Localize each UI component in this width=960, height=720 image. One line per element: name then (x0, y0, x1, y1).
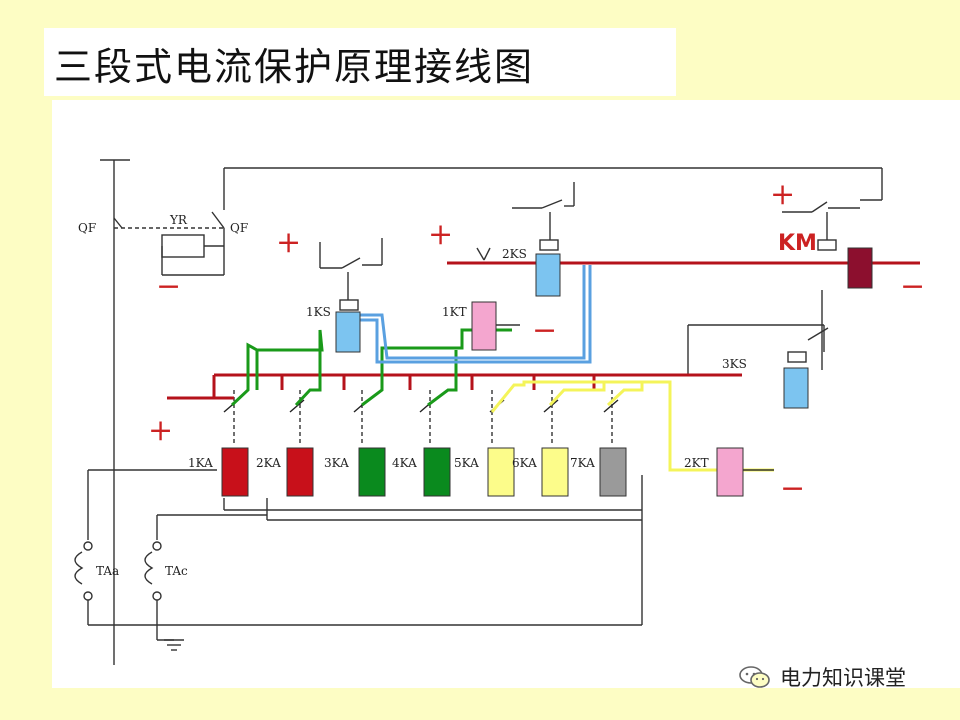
relay-contacts (223, 399, 619, 413)
relay-2ks (535, 253, 561, 297)
label-km: KM (778, 231, 817, 256)
label-qf-right: QF (230, 221, 248, 235)
minus-sign: − (532, 313, 557, 348)
green-wires (230, 328, 512, 407)
label-6ka: 6KA (512, 456, 537, 470)
polarity-signs: + + + + − − − − (148, 177, 925, 506)
relay-1kt (471, 301, 497, 351)
plus-sign: + (428, 217, 453, 252)
relay-7ka (599, 447, 627, 497)
label-5ka: 5KA (454, 456, 479, 470)
yellow-wires (490, 380, 774, 472)
minus-sign: − (900, 269, 925, 304)
plus-sign: + (148, 413, 173, 448)
plus-sign: + (770, 177, 795, 212)
label-tac: TAc (165, 564, 188, 578)
relay-3ka (358, 447, 386, 497)
relay-1ka (221, 447, 249, 497)
label-4ka: 4KA (392, 456, 417, 470)
blue-wires (358, 265, 592, 364)
minus-sign: − (156, 269, 181, 304)
label-2kt: 2KT (684, 456, 709, 470)
label-3ka: 3KA (324, 456, 349, 470)
relay-3ks (783, 367, 809, 409)
label-yr: YR (169, 213, 188, 227)
relay-5ka (487, 447, 515, 497)
watermark: 电力知识课堂 (738, 664, 906, 690)
label-1ka: 1KA (188, 456, 213, 470)
relay-km (847, 247, 873, 289)
relay-1ks (335, 311, 361, 353)
label-2ks: 2KS (502, 247, 527, 261)
relay-6ka (541, 447, 569, 497)
wechat-icon (739, 666, 770, 688)
plus-sign: + (276, 225, 301, 260)
minus-sign: − (780, 471, 805, 506)
dc-bus-lines (167, 261, 920, 400)
label-1ks: 1KS (306, 305, 331, 319)
relay-2ka (286, 447, 314, 497)
label-1kt: 1KT (442, 305, 467, 319)
wiring-schematic: QF QF YR 1KS 1KT 2KS 3KS 1KA 2KA 3KA 4KA… (74, 159, 925, 665)
relay-2kt (716, 447, 744, 497)
label-qf-left: QF (78, 221, 96, 235)
label-7ka: 7KA (570, 456, 595, 470)
schematic-lines (74, 159, 883, 665)
diagram-panel: QF QF YR 1KS 1KT 2KS 3KS 1KA 2KA 3KA 4KA… (52, 100, 960, 688)
component-labels: QF QF YR 1KS 1KT 2KS 3KS 1KA 2KA 3KA 4KA… (78, 213, 817, 578)
watermark-text: 电力知识课堂 (780, 666, 906, 690)
label-3ks: 3KS (722, 357, 747, 371)
page-title: 三段式电流保护原理接线图 (54, 45, 535, 89)
relay-blocks (221, 247, 873, 497)
label-taa: TAa (96, 564, 119, 578)
label-2ka: 2KA (256, 456, 281, 470)
title-box: 三段式电流保护原理接线图 (44, 28, 676, 96)
relay-4ka (423, 447, 451, 497)
relay-leads (496, 324, 774, 471)
